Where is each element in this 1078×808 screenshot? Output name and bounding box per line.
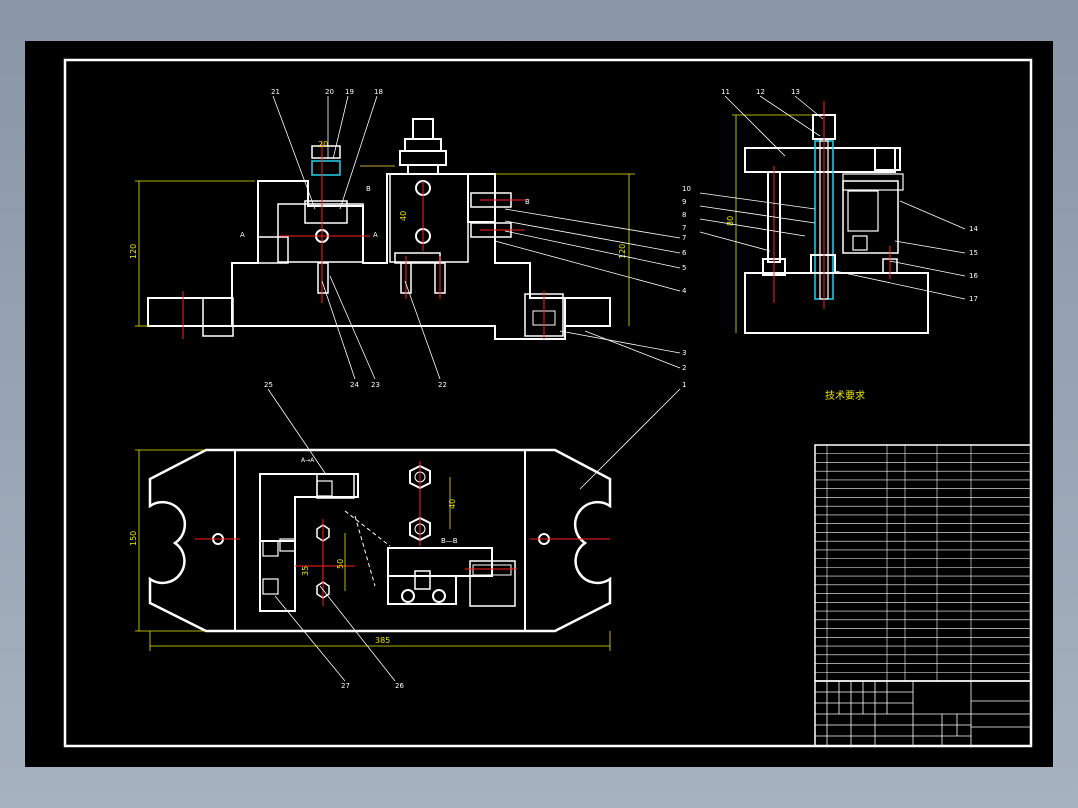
top-dim-pitch: 50 — [336, 559, 345, 569]
top-clamp-knob-2 — [432, 589, 446, 603]
front-pocket-left — [277, 203, 364, 263]
top-clamp-lower — [387, 575, 457, 605]
top-clamp-right — [469, 560, 516, 607]
front-balloon-6: 6 — [682, 249, 687, 257]
top-clamp-knob-1 — [401, 589, 415, 603]
title-block — [814, 680, 1032, 747]
front-dim-bore: 40 — [399, 211, 408, 221]
title-block-frame — [814, 680, 1032, 747]
top-l-block — [259, 473, 359, 542]
top-workpiece-dashed — [344, 510, 391, 587]
top-balloon-27: 27 — [341, 682, 350, 690]
front-dim-small-top: 20 — [318, 140, 328, 149]
front-section-mark-b1: B — [366, 185, 371, 193]
side-view[interactable]: 80 11 12 13 10 9 — [682, 88, 978, 334]
top-l-small — [316, 480, 333, 497]
side-balloon-14: 14 — [969, 225, 978, 233]
side-clamp-pad — [852, 235, 868, 251]
top-outline — [148, 448, 612, 633]
top-dim-small: 35 — [301, 566, 310, 576]
top-balloon-26: 26 — [395, 682, 404, 690]
side-balloon-10: 10 — [682, 185, 691, 193]
front-small-block — [304, 200, 348, 224]
side-lower-nut — [810, 254, 836, 274]
front-balloon-22: 22 — [438, 381, 447, 389]
front-dim-height-label: 120 — [129, 244, 138, 259]
front-right-block — [467, 173, 496, 223]
front-small-thread — [311, 160, 341, 176]
front-balloon-23: 23 — [371, 381, 380, 389]
top-dim-height: 150 — [129, 531, 138, 546]
top-clamp-body — [387, 547, 493, 577]
side-balloon-11: 11 — [721, 88, 730, 96]
front-balloon-21: 21 — [271, 88, 280, 96]
front-slot — [257, 236, 289, 264]
side-balloon-15: 15 — [969, 249, 978, 257]
top-left-pad-inner2 — [262, 578, 279, 595]
side-bracket — [842, 173, 904, 191]
front-left-foot — [147, 297, 233, 327]
side-clamp-block — [842, 180, 899, 254]
side-dim-height: 80 — [726, 216, 735, 226]
front-balloon-2: 2 — [682, 364, 686, 372]
top-section-label: B—B — [441, 537, 458, 545]
parts-list-table — [814, 444, 1032, 682]
top-leaders — [267, 388, 681, 682]
top-clamp-stem — [414, 570, 431, 590]
front-section-mark-b2: B — [525, 198, 530, 206]
front-base-body — [148, 173, 611, 340]
front-balloon-4: 4 — [682, 287, 687, 295]
front-balloon-5: 5 — [682, 264, 686, 272]
drawing-sheet[interactable]: 120 120 20 40 B B A A — [25, 41, 1053, 767]
top-balloon-25: 25 — [264, 381, 273, 389]
front-balloon-7: 7 — [682, 234, 686, 242]
front-balloon-1: 1 — [682, 381, 686, 389]
side-balloon-8: 8 — [682, 211, 686, 219]
tech-req-title: 技术要求 — [825, 389, 865, 402]
side-balloon-17: 17 — [969, 295, 978, 303]
front-left-step — [202, 297, 234, 337]
front-balloon-18: 18 — [374, 88, 383, 96]
top-view[interactable]: 150 385 50 40 35 B—B A→A 25 — [129, 381, 681, 690]
front-leaders — [272, 95, 681, 380]
top-dim-width: 385 — [375, 636, 390, 645]
drawing-canvas[interactable]: 120 120 20 40 B B A A — [25, 41, 1053, 767]
front-small-top — [311, 145, 341, 159]
side-balloon-16: 16 — [969, 272, 978, 280]
side-balloon-7: 7 — [682, 224, 686, 232]
outer-frame — [63, 58, 1033, 748]
front-pin-24 — [317, 262, 329, 294]
front-dim-right-label: 120 — [618, 244, 627, 259]
top-left-pad-inner3 — [279, 538, 296, 552]
front-section-mark-a2: A — [373, 231, 378, 239]
front-view[interactable]: 120 120 20 40 B B A A — [129, 88, 687, 389]
side-balloon-13: 13 — [791, 88, 800, 96]
top-clamp-right-inner — [472, 564, 512, 576]
front-nut-body — [404, 138, 442, 152]
front-nut-top — [412, 118, 434, 140]
top-left-pad-inner1 — [262, 540, 279, 557]
front-balloon-3: 3 — [682, 349, 686, 357]
side-balloon-9: 9 — [682, 198, 686, 206]
front-nut-cap — [407, 164, 439, 175]
side-top-bar-right — [874, 147, 901, 171]
side-balloon-12: 12 — [756, 88, 765, 96]
front-right-foot — [564, 297, 611, 327]
front-nut-washer — [399, 150, 447, 166]
tech-requirements: 技术要求 — [825, 389, 865, 402]
side-base — [744, 272, 929, 334]
parts-list-frame — [814, 444, 1032, 682]
front-balloon-19: 19 — [345, 88, 354, 96]
side-clamp-inner — [847, 190, 879, 232]
front-balloon-24: 24 — [350, 381, 359, 389]
top-section-mark: A→A — [301, 457, 315, 464]
front-balloon-20: 20 — [325, 88, 334, 96]
top-dim-hex-pitch: 40 — [448, 499, 457, 509]
front-section-mark-a1: A — [240, 231, 245, 239]
side-leaders — [699, 95, 966, 300]
top-l-cut — [316, 473, 355, 499]
title-block-grid — [815, 681, 1031, 746]
